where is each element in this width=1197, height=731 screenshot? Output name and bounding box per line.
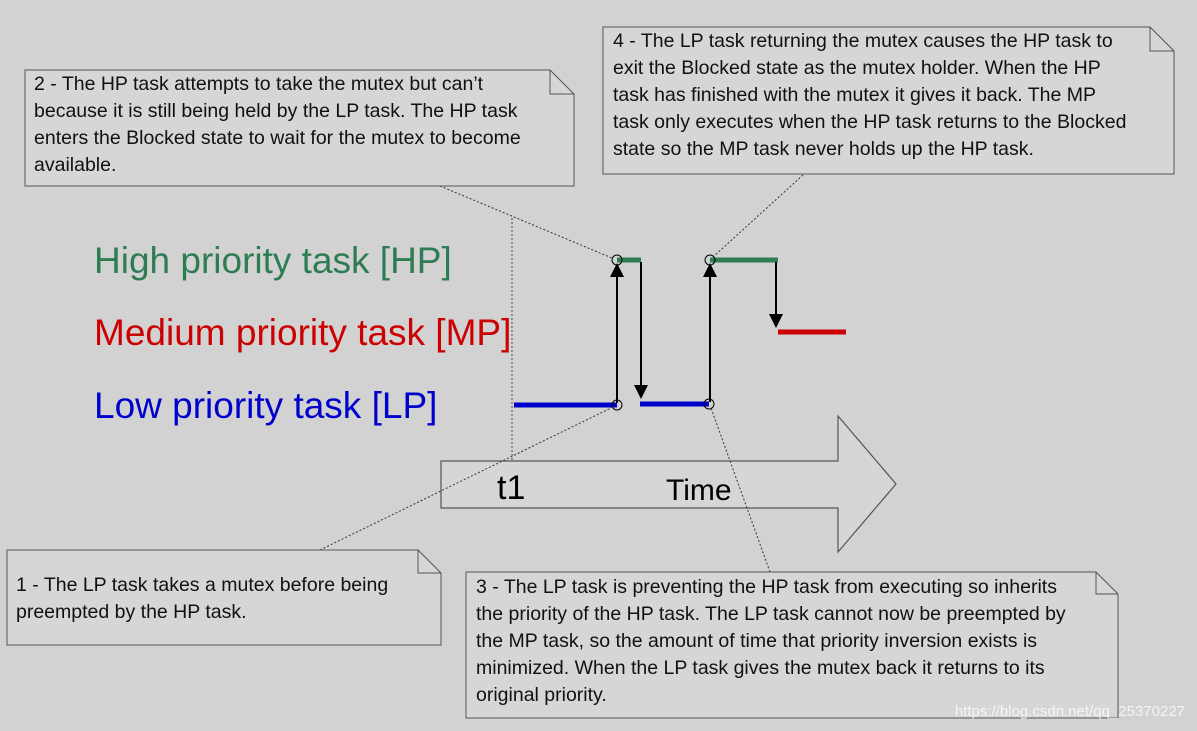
note-1-callout: 1 - The LP task takes a mutex before bei…	[6, 549, 442, 646]
note-4-line-3: task has finished with the mutex it give…	[613, 84, 1096, 106]
note-2-line-1: 2 - The HP task attempts to take the mut…	[34, 73, 484, 95]
t1-marker: t1	[497, 469, 525, 507]
note-4-callout: 4 - The LP task returning the mutex caus…	[602, 26, 1175, 175]
high-priority-label: High priority task [HP]	[94, 240, 452, 281]
note-3-line-1: 3 - The LP task is preventing the HP tas…	[476, 576, 1057, 598]
note-1-text: 1 - The LP task takes a mutex before bei…	[16, 574, 394, 623]
watermark: https://blog.csdn.net/qq_25370227	[955, 703, 1185, 720]
time-axis-arrow	[440, 414, 897, 554]
callout-leader-note2	[439, 185, 613, 259]
time-axis-label: Time	[666, 474, 732, 507]
note-4-line-4: task only executes when the HP task retu…	[613, 111, 1126, 133]
callout-leader-note4	[712, 174, 804, 258]
note-3-line-3: the MP task, so the amount of time that …	[476, 630, 1037, 652]
event-circle-hp-unblocked	[704, 254, 716, 266]
event-circle-lp-returns-mutex	[703, 398, 715, 410]
note-4-line-2: exit the Blocked state as the mutex hold…	[613, 57, 1100, 79]
note-1-line-2: preempted by the HP task.	[16, 601, 247, 623]
note-2-line-3: enters the Blocked state to wait for the…	[34, 127, 521, 149]
note-4-text: 4 - The LP task returning the mutex caus…	[613, 30, 1132, 160]
low-priority-label: Low priority task [LP]	[94, 385, 437, 426]
note-3-callout: 3 - The LP task is preventing the HP tas…	[465, 571, 1119, 719]
event-circle-hp-attempt	[611, 254, 623, 266]
note-2-text: 2 - The HP task attempts to take the mut…	[34, 73, 526, 176]
note-3-line-5: original priority.	[476, 684, 607, 706]
note-2-line-4: available.	[34, 154, 116, 176]
callout-leader-note3	[710, 407, 771, 573]
note-2-line-2: because it is still being held by the LP…	[34, 100, 518, 122]
note-1-line-1: 1 - The LP task takes a mutex before bei…	[16, 574, 388, 596]
medium-priority-label: Medium priority task [MP]	[94, 312, 511, 353]
note-3-text: 3 - The LP task is preventing the HP tas…	[476, 576, 1071, 706]
note-4-line-1: 4 - The LP task returning the mutex caus…	[613, 30, 1113, 52]
note-3-line-2: the priority of the HP task. The LP task…	[476, 603, 1066, 625]
note-4-line-5: state so the MP task never holds up the …	[613, 138, 1034, 160]
event-circle-lp-preempted	[611, 399, 623, 411]
note-2-callout: 2 - The HP task attempts to take the mut…	[24, 69, 575, 187]
note-3-line-4: minimized. When the LP task gives the mu…	[476, 657, 1045, 679]
